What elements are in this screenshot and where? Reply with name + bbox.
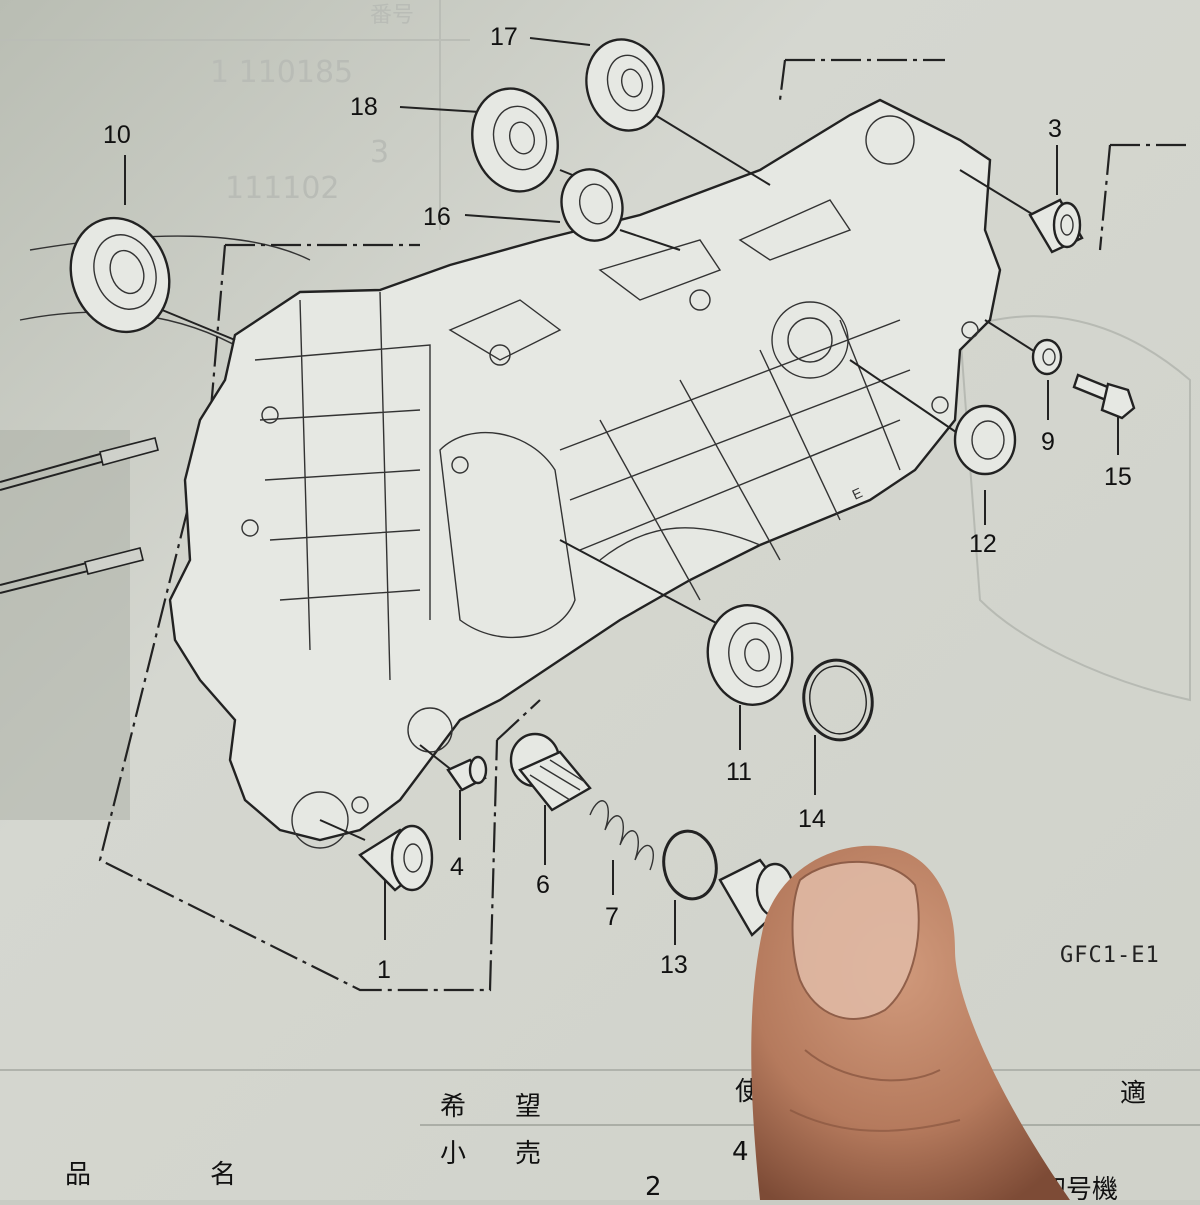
bearing-16 [560,168,624,242]
callout-18: 18 [350,93,378,121]
callout-17: 17 [490,23,518,51]
ghost-code-2: 111102 [225,171,340,206]
screen-6 [509,732,592,812]
shadow-left [0,430,130,820]
crankcase-body: E [168,98,1002,849]
bleed-through-text: 番号 1 110185 3 111102 [0,0,1200,1071]
seal-11 [706,604,794,706]
ghost-qty: 3 [370,135,389,170]
studs [0,437,159,594]
callout-6: 6 [536,871,550,899]
washer-9 [1031,338,1063,376]
callout-15: 15 [1104,463,1132,491]
spring-7 [589,800,654,871]
callout-13: 13 [660,951,688,979]
table-h1-c2: 望 [515,1092,541,1122]
table-h2-c2: 売 [515,1139,541,1169]
bolt-15 [1072,373,1136,420]
callout-14: 14 [798,805,826,833]
bearing-18 [471,87,559,193]
callout-10: 10 [103,121,131,149]
callout-4: 4 [450,853,464,881]
callout-3: 3 [1048,115,1062,143]
callout-labels: 10 17 18 16 3 9 15 12 11 14 1 4 6 7 13 [103,23,1132,984]
ghost-number-header: 番号 [370,3,414,28]
callout-12: 12 [969,530,997,558]
callout-16: 16 [423,203,451,231]
table-h1-c4: 適 [1120,1079,1146,1109]
table-h3-c2: 名 [210,1160,236,1190]
table-h3-c3: 2 [645,1172,662,1200]
table-h2-c1: 小 [440,1139,466,1169]
callout-7: 7 [605,903,619,931]
bearing-10 [69,216,171,334]
assembly-frame [98,58,1190,992]
table-h1-c1: 希 [440,1092,466,1122]
drawing-code: GFC1-E1 [1060,943,1160,968]
leader-lines [124,37,1119,945]
price-table-header: 希 望 使 適 小 売 4 品 名 2 初号機 [65,1077,1200,1205]
bearing-3 [1028,198,1084,254]
table-h2-c3: 4 [732,1137,749,1167]
seal-12 [953,404,1017,476]
circlip-14 [802,658,874,742]
collar-4 [446,755,488,792]
finger-overlay [751,845,1070,1200]
table-h3-c1: 品 [65,1160,91,1190]
callout-1: 1 [377,956,391,984]
oring-13 [662,829,718,901]
callout-9: 9 [1041,428,1055,456]
bearing-17 [585,38,665,132]
callout-11: 11 [726,758,752,786]
bearing-1 [358,824,434,892]
fingernail [791,860,920,1020]
ghost-code-1: 1 110185 [210,55,353,90]
